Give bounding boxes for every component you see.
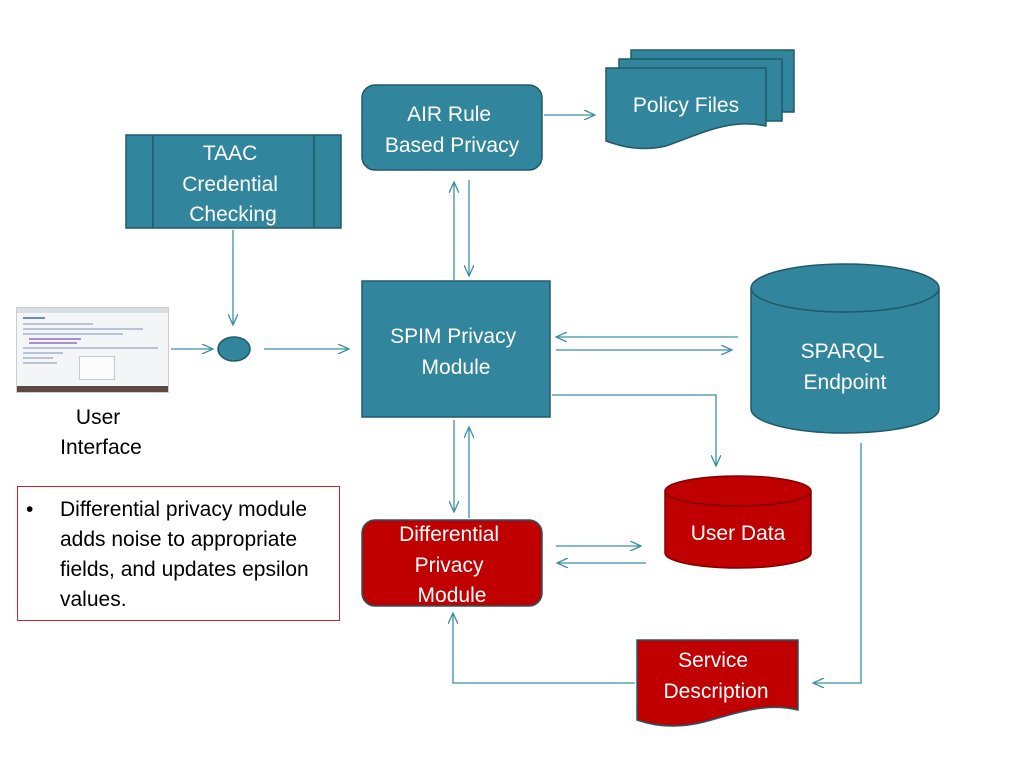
user-interface-screenshot bbox=[16, 307, 169, 393]
note-text: Differential privacy module adds noise t… bbox=[60, 498, 309, 611]
screenshot-link-line bbox=[29, 338, 81, 340]
spim-line-1: SPIM Privacy bbox=[390, 325, 517, 348]
user-interface-line-1: User bbox=[76, 406, 120, 429]
differential-line-2: Privacy bbox=[415, 554, 484, 577]
differential-line-1: Differential bbox=[399, 523, 499, 546]
user-interface-line-2: Interface bbox=[60, 436, 142, 459]
air-rule-node: AIR Rule Based Privacy bbox=[361, 84, 543, 171]
taac-label: TAAC Credential Checking bbox=[182, 142, 284, 226]
service-description-line-1: Service bbox=[678, 649, 748, 672]
user-data-label: User Data bbox=[691, 522, 786, 545]
user-interface-label: User Interface bbox=[60, 406, 142, 459]
screenshot-line bbox=[23, 352, 63, 354]
spim-line-2: Module bbox=[422, 356, 491, 379]
junction-node bbox=[217, 336, 251, 362]
arrow-spim-to-user-data bbox=[552, 394, 716, 466]
screenshot-titlebar bbox=[17, 308, 168, 313]
user-data-node: User Data bbox=[664, 475, 812, 569]
note-box: • Differential privacy module adds noise… bbox=[17, 486, 340, 621]
screenshot-line bbox=[23, 333, 123, 335]
screenshot-line bbox=[23, 328, 143, 330]
policy-files-label: Policy Files bbox=[633, 94, 739, 117]
differential-node: Differential Privacy Module bbox=[361, 519, 543, 607]
taac-node: TAAC Credential Checking bbox=[125, 134, 342, 229]
screenshot-taskbar bbox=[17, 386, 168, 392]
taac-line-3: Checking bbox=[189, 203, 277, 226]
bullet-point-icon: • bbox=[26, 498, 34, 521]
policy-files-line-1: Policy Files bbox=[633, 94, 739, 117]
screenshot-line bbox=[23, 317, 45, 319]
air-rule-label: AIR Rule Based Privacy bbox=[385, 103, 520, 157]
screenshot-line bbox=[23, 323, 93, 325]
taac-line-1: TAAC bbox=[203, 142, 257, 165]
differential-label: Differential Privacy Module bbox=[399, 523, 505, 607]
spim-node: SPIM Privacy Module bbox=[361, 280, 551, 418]
service-description-line-2: Description bbox=[663, 680, 768, 703]
spim-label: SPIM Privacy Module bbox=[390, 325, 522, 379]
connectors bbox=[171, 115, 862, 684]
service-description-label: Service Description bbox=[663, 649, 768, 703]
air-rule-line-1: AIR Rule bbox=[407, 103, 491, 126]
screenshot-line bbox=[23, 347, 158, 349]
sparql-line-1: SPARQL bbox=[801, 340, 884, 363]
sparql-node: SPARQL Endpoint bbox=[750, 263, 940, 434]
service-description-node: Service Description bbox=[636, 639, 799, 727]
taac-line-2: Credential bbox=[182, 173, 278, 196]
arrow-sparql-to-service-description bbox=[813, 443, 862, 683]
differential-line-3: Module bbox=[418, 584, 487, 607]
note-bullet-item: • Differential privacy module adds noise… bbox=[26, 495, 329, 615]
screenshot-line bbox=[23, 357, 53, 359]
sparql-line-2: Endpoint bbox=[804, 371, 887, 394]
sparql-label: SPARQL Endpoint bbox=[801, 340, 890, 394]
screenshot-link-line bbox=[29, 342, 77, 344]
air-rule-line-2: Based Privacy bbox=[385, 134, 520, 157]
user-data-line-1: User Data bbox=[691, 522, 786, 545]
policy-files-node: Policy Files bbox=[605, 49, 795, 150]
screenshot-line bbox=[23, 362, 57, 364]
arrow-service-description-to-differential bbox=[453, 613, 635, 684]
screenshot-panel bbox=[79, 356, 115, 380]
